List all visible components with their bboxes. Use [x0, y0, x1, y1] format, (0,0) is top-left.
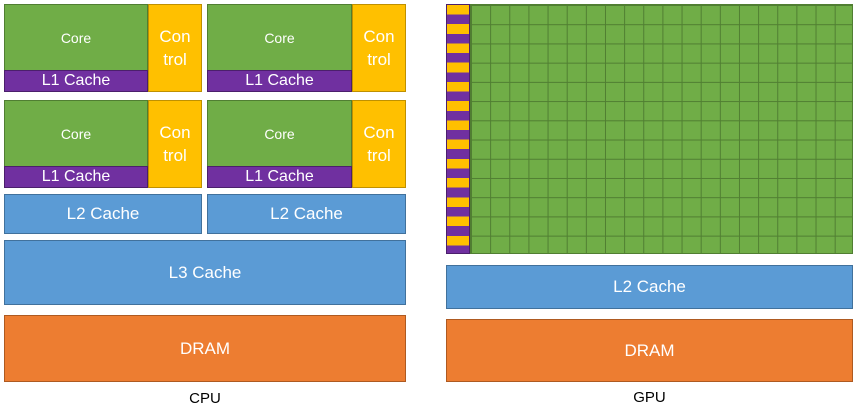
- cpu-dram: DRAM: [4, 315, 406, 382]
- cpu-core-3: Core: [4, 100, 148, 166]
- gpu-control-l1-strip: [446, 4, 470, 254]
- gpu-core-grid: [470, 4, 853, 254]
- cpu-core-4: Core: [207, 100, 352, 166]
- cpu-control-label-4b: trol: [367, 146, 391, 165]
- cpu-control-label-3b: trol: [163, 146, 187, 165]
- cpu-caption: CPU: [189, 390, 221, 407]
- cpu-l3-cache: L3 Cache: [4, 240, 406, 305]
- cpu-control-2: Con trol: [352, 4, 406, 92]
- gpu-l2-cache: L2 Cache: [446, 265, 853, 309]
- gpu-dram: DRAM: [446, 319, 853, 382]
- cpu-control-3: Con trol: [148, 100, 202, 188]
- cpu-core-2: Core: [207, 4, 352, 70]
- cpu-l1-cache-1: L1 Cache: [4, 70, 148, 92]
- cpu-control-label-2a: Con: [363, 27, 395, 46]
- cpu-l1-cache-4: L1 Cache: [207, 166, 352, 188]
- cpu-core-1: Core: [4, 4, 148, 70]
- cpu-control-label-2b: trol: [367, 50, 391, 69]
- gpu-caption: GPU: [633, 389, 666, 406]
- cpu-control-label-3a: Con: [159, 123, 191, 142]
- cpu-l2-cache-1: L2 Cache: [4, 194, 202, 234]
- cpu-control-4: Con trol: [352, 100, 406, 188]
- cpu-control-label-4a: Con: [363, 123, 395, 142]
- cpu-l2-cache-2: L2 Cache: [207, 194, 406, 234]
- cpu-l1-cache-2: L1 Cache: [207, 70, 352, 92]
- cpu-control-1: Con trol: [148, 4, 202, 92]
- cpu-l1-cache-3: L1 Cache: [4, 166, 148, 188]
- cpu-control-label-1a: Con: [159, 27, 191, 46]
- cpu-control-label-1b: trol: [163, 50, 187, 69]
